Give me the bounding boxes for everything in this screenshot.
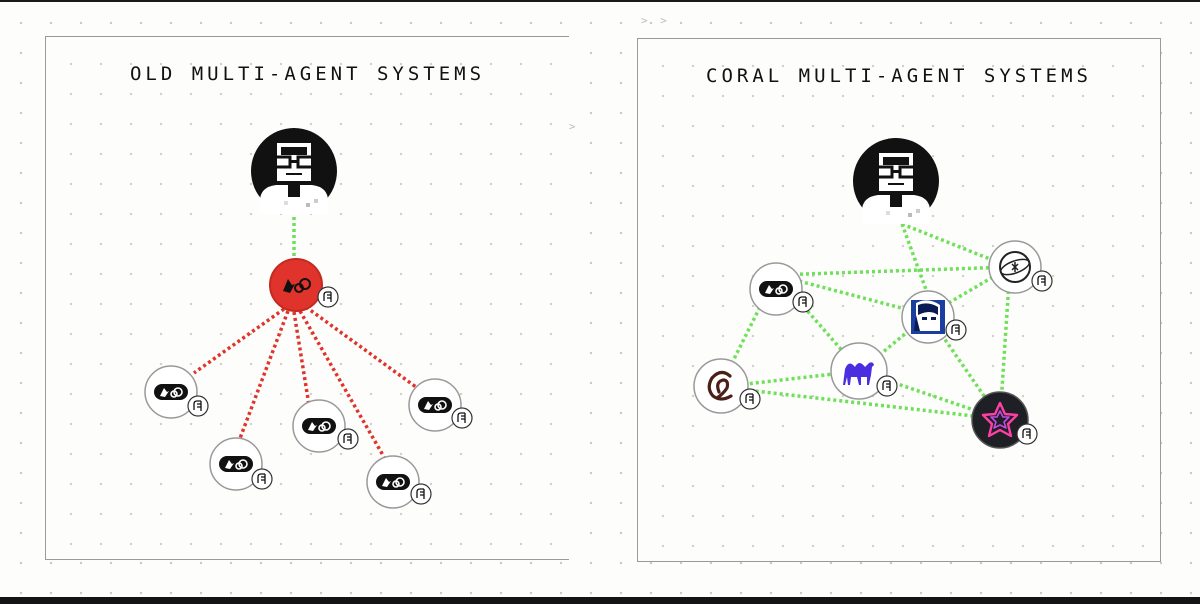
mcp-badge-icon — [792, 291, 814, 313]
old-systems-diagram — [144, 126, 473, 509]
old-links-hub-agents — [192, 305, 418, 458]
agent-node — [408, 378, 462, 432]
old-systems-title: OLD MULTI-AGENT SYSTEMS — [129, 63, 486, 85]
mcp-badge-icon — [945, 319, 967, 341]
anime-portrait-icon — [901, 290, 955, 344]
agent-node — [209, 437, 263, 491]
mcp-badge-icon — [251, 468, 273, 490]
coral-systems-panel: CORAL MULTI-AGENT SYSTEMS — [637, 38, 1161, 562]
mcp-badge-icon — [187, 395, 209, 417]
swirl-c-icon — [693, 358, 749, 414]
pixel-user-glasses-icon — [851, 136, 941, 226]
agent-node — [292, 399, 346, 453]
agent-node — [366, 455, 420, 509]
orbit-icon — [988, 240, 1042, 294]
mcp-badge-icon — [1031, 270, 1053, 292]
bottom-bar — [0, 597, 1200, 604]
decorative-arrows: > > — [641, 14, 670, 27]
bird-link-agent-icon — [749, 262, 803, 316]
mcp-badge-icon — [410, 483, 432, 505]
coral-systems-title: CORAL MULTI-AGENT SYSTEMS — [706, 65, 1092, 87]
pink-star-icon — [971, 391, 1029, 449]
mcp-badge-icon — [876, 375, 898, 397]
coral-systems-diagram — [693, 136, 1053, 449]
top-border — [0, 0, 1200, 2]
mcp-badge-icon — [451, 407, 473, 429]
mcp-badge-icon — [739, 388, 761, 410]
mcp-badge-icon — [1016, 423, 1038, 445]
mcp-badge-icon — [337, 428, 359, 450]
pixel-user-glasses-icon — [249, 126, 339, 216]
agent-node — [144, 365, 198, 419]
orchestrator-hub-icon — [269, 258, 323, 312]
camel-icon — [830, 342, 888, 400]
old-systems-panel: OLD MULTI-AGENT SYSTEMS — [45, 36, 569, 560]
mcp-badge-icon — [317, 286, 339, 308]
